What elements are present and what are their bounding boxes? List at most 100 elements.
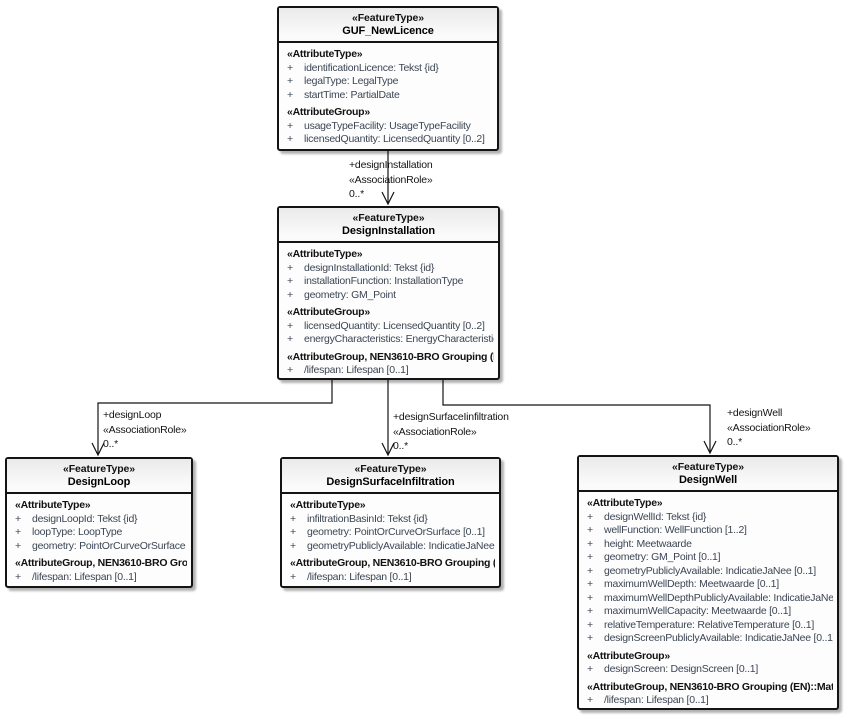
class-header: «FeatureType» DesignInstallation [279,208,498,243]
visibility-symbol: + [287,88,293,101]
attribute-text: licensedQuantity: LicensedQuantity [0..2… [304,319,485,332]
section-header: «AttributeType» [15,499,91,511]
visibility-symbol: + [587,663,593,675]
attribute-row: + /lifespan: Lifespan [0..1] [587,694,833,708]
attribute-row: + /lifespan: Lifespan [0..1] [287,364,494,378]
attribute-text: maximumWellDepth: Meetwaarde [0..1] [604,578,779,590]
visibility-symbol: + [587,578,593,590]
class-design-well[interactable]: «FeatureType» DesignWell «AttributeType»… [577,455,839,710]
association-multiplicity: 0..* [393,440,408,452]
visibility-symbol: + [587,564,593,577]
attribute-row: + designWellId: Tekst {id} [587,511,833,525]
visibility-symbol: + [587,694,593,706]
visibility-symbol: + [587,537,593,550]
association-label-design-installation: +designInstallation «AssociationRole» 0.… [349,158,433,202]
attribute-text: designLoopId: Tekst {id} [32,512,138,525]
association-stereotype: «AssociationRole» [103,423,187,436]
attribute-text: geometry: GM_Point [304,288,396,301]
attribute-text: height: Meetwaarde [604,537,692,550]
attribute-row: +usageTypeFacility: UsageTypeFacility [287,120,493,134]
visibility-symbol: + [290,539,296,552]
visibility-symbol: + [15,570,21,583]
attribute-text: relativeTemperature: RelativeTemperature… [604,618,815,631]
association-role: +designWell [727,407,783,419]
section-header: «AttributeGroup» [287,306,370,318]
connector-design-installation [381,150,395,206]
attribute-text: designScreen: DesignScreen [0..1] [604,663,759,675]
attribute-text: geometry: PointOrCurveOrSurface [0..1] [32,539,187,552]
attribute-row: +geometry: GM_Point [0..1] [587,551,833,565]
attribute-row: +/lifespan: Lifespan [0..1] [290,571,495,585]
association-multiplicity: 0..* [103,438,118,450]
attribute-text: startTime: PartialDate [304,88,400,101]
association-role: +designSurfaceIinfiltration [393,411,509,423]
connector-design-loop [91,380,333,457]
attribute-row: +/lifespan: Lifespan [0..1] [15,571,187,585]
association-label-design-loop: +designLoop «AssociationRole» 0..* [103,408,187,452]
attribute-row: +geometry: PointOrCurveOrSurface [0..1] [15,540,187,554]
attribute-row: +maximumWellDepthPubliclyAvailable: Indi… [587,592,833,606]
class-stereotype: «FeatureType» [352,212,425,224]
section-header: «AttributeType» [587,497,663,509]
attribute-text: designScreenPubliclyAvailable: Indicatie… [604,632,833,644]
attribute-text: legalType: LegalType [304,75,399,87]
visibility-symbol: + [287,119,293,132]
attribute-text: designInstallationId: Tekst {id} [304,261,435,274]
section-header: «AttributeGroup» [287,106,370,118]
attribute-text: geometryPubliclyAvailable: IndicatieJaNe… [604,564,816,577]
attribute-row: +identificationLicence: Tekst {id} [287,62,493,76]
visibility-symbol: + [587,618,593,631]
attribute-row: +infiltrationBasinId: Tekst {id} [290,513,495,527]
attribute-text: infiltrationBasinId: Tekst {id} [307,512,428,525]
visibility-symbol: + [587,510,593,523]
attribute-text: energyCharacteristics: EnergyCharacteris… [304,333,494,345]
attribute-row: + relativeTemperature: RelativeTemperatur… [587,619,833,633]
attribute-row: +licensedQuantity: LicensedQuantity [0..… [287,320,494,334]
visibility-symbol: + [290,570,296,583]
section-header: «AttributeGroup» [587,649,670,662]
visibility-symbol: + [287,288,293,301]
visibility-symbol: + [287,364,293,376]
class-name: DesignWell [678,474,738,486]
attribute-row: +maximumWellCapacity: Meetwaarde [0..1] [587,605,833,619]
class-guf-newlicence[interactable]: «FeatureType» GUF_NewLicence «AttributeT… [277,6,499,151]
class-design-loop[interactable]: «FeatureType» DesignLoop «AttributeType»… [5,457,193,588]
attribute-compartment: «AttributeType» + designInstallationId: T… [279,243,498,378]
class-stereotype: «FeatureType» [671,461,745,473]
class-header: «FeatureType» GUF_NewLicence [279,8,497,43]
attribute-row: + height: Meetwaarde [587,538,833,552]
association-multiplicity: 0..* [727,436,742,448]
section-header: «AttributeGroup, NEN3610-BRO Grouping (E… [287,350,494,363]
attribute-row: + maximumWellDepth: Meetwaarde [0..1] [587,578,833,592]
association-role: +designLoop [103,409,162,421]
class-stereotype: «FeatureType» [354,463,427,475]
class-header: «FeatureType» DesignLoop [7,459,191,494]
attribute-text: designWellId: Tekst {id} [604,510,707,523]
visibility-symbol: + [287,133,293,145]
association-role: +designInstallation [349,159,433,171]
section-header: «AttributeGroup, NEN3610-BRO Grouping (E… [290,557,495,569]
visibility-symbol: + [287,75,293,87]
attribute-text: installationFunction: InstallationType [304,275,464,287]
attribute-row: + startTime: PartialDate [287,89,493,103]
attribute-compartment: «AttributeType» + designLoopId: Tekst {id… [7,494,191,584]
connector-design-surface-infiltration [381,380,395,457]
section-header: «AttributeType» [287,248,363,260]
class-design-surface-infiltration[interactable]: «FeatureType» DesignSurfaceInfiltration … [280,457,501,588]
association-stereotype: «AssociationRole» [727,421,811,434]
attribute-row: +wellFunction: WellFunction [1..2] [587,524,833,538]
association-multiplicity: 0..* [349,188,364,200]
class-header: «FeatureType» DesignWell [579,457,837,492]
attribute-text: geometry: PointOrCurveOrSurface [0..1] [307,526,485,538]
class-design-installation[interactable]: «FeatureType» DesignInstallation «Attrib… [277,206,500,380]
class-name: GUF_NewLicence [342,25,434,37]
attribute-text: /lifespan: Lifespan [0..1] [304,364,409,376]
visibility-symbol: + [287,261,293,274]
association-stereotype: «AssociationRole» [393,425,477,438]
attribute-text: loopType: LoopType [32,526,123,538]
attribute-text: /lifespan: Lifespan [0..1] [604,694,709,706]
attribute-text: identificationLicence: Tekst {id} [304,61,439,74]
class-header: «FeatureType» DesignSurfaceInfiltration [282,459,499,494]
attribute-text: wellFunction: WellFunction [1..2] [604,524,747,536]
